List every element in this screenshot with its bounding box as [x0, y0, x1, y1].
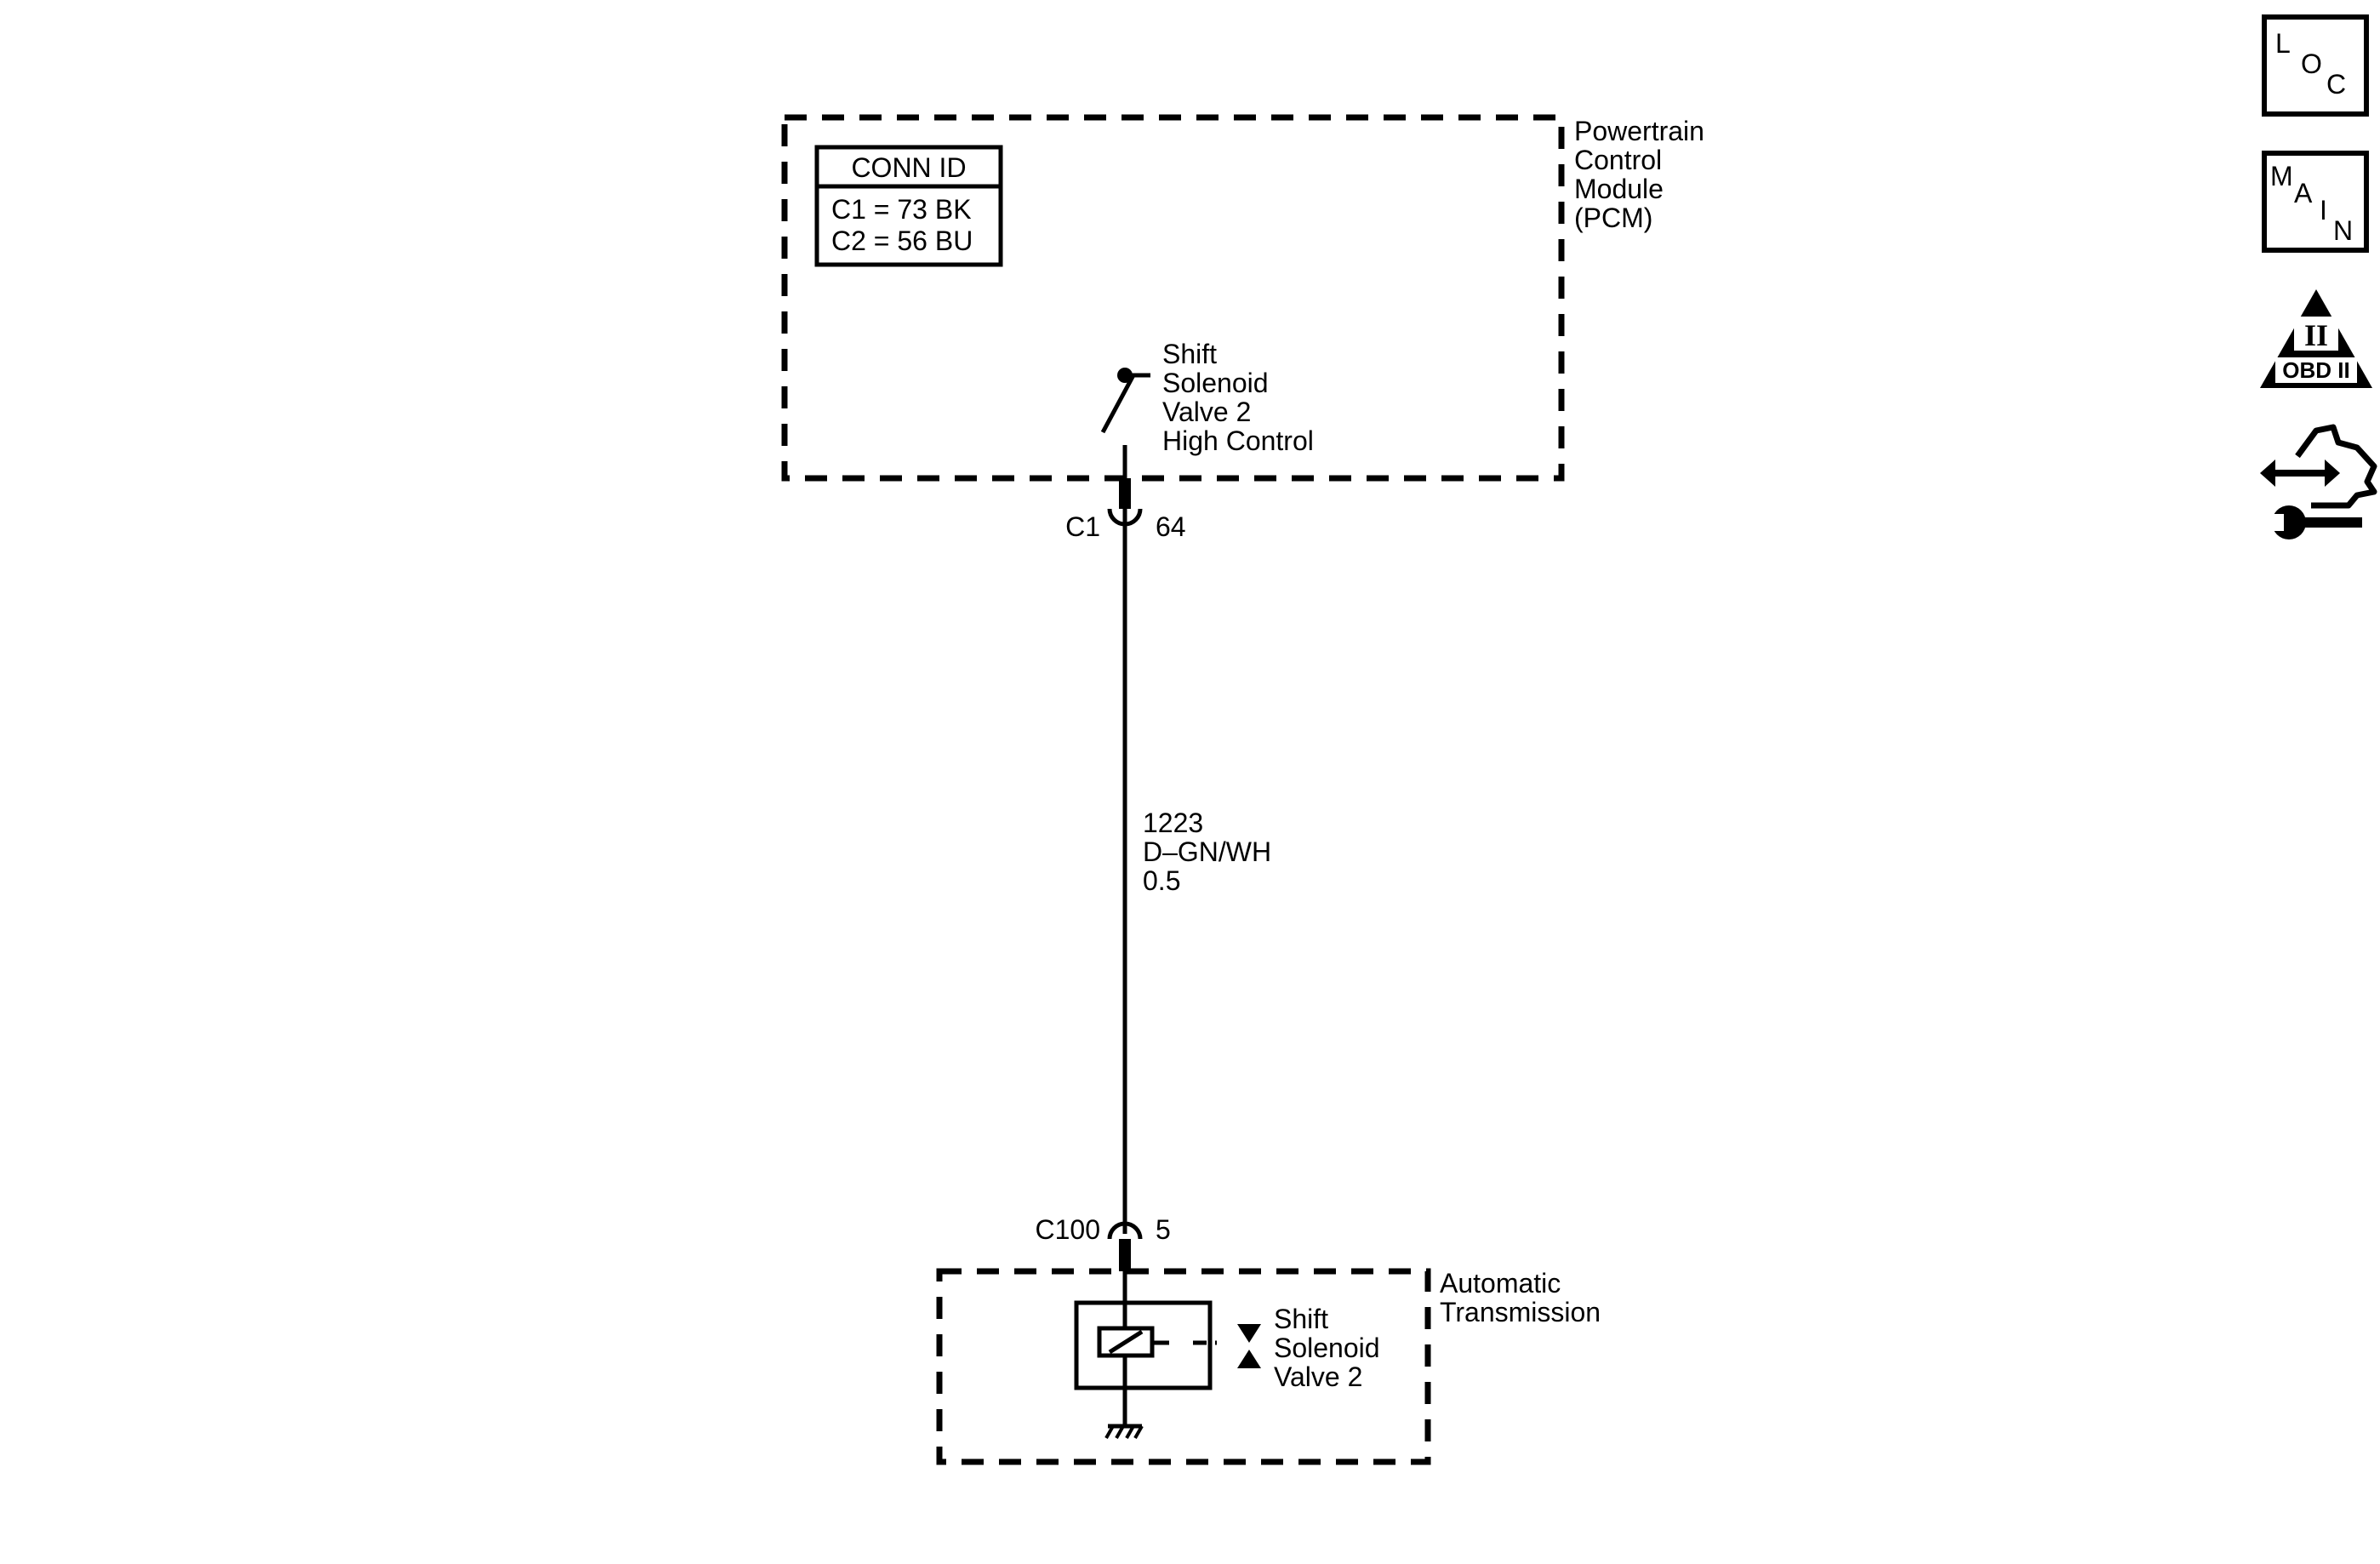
conn-id-header: CONN ID — [851, 152, 966, 183]
connector-c100: C100 5 — [1036, 1214, 1171, 1271]
wire-color: D–GN/WH — [1143, 836, 1271, 867]
obd-label: OBD II — [2282, 357, 2349, 383]
solenoid-label-line-1: Shift — [1274, 1304, 1328, 1334]
connector-c1-pin: 64 — [1156, 511, 1186, 542]
shift-solenoid-valve-2 — [1074, 1271, 1261, 1439]
transmission-boundary — [936, 1268, 1431, 1465]
pcm-title-line-1: Powertrain — [1574, 116, 1704, 146]
conn-id-row-2: C2 = 56 BU — [831, 225, 973, 256]
pcm-title-line-3: Module — [1574, 174, 1664, 204]
connector-c1-id: C1 — [1065, 511, 1100, 542]
pcm-title-line-2: Control — [1574, 145, 1662, 175]
main-letter-m: M — [2270, 161, 2293, 191]
solenoid-label-line-3: Valve 2 — [1274, 1361, 1362, 1392]
switch-label-line-4: High Control — [1162, 425, 1314, 456]
loc-letter-c: C — [2326, 69, 2346, 100]
switch-label-line-1: Shift — [1162, 339, 1217, 369]
ground-icon — [1104, 1424, 1144, 1439]
wire-size: 0.5 — [1143, 865, 1180, 896]
switch-label-line-2: Solenoid — [1162, 368, 1269, 398]
loc-letter-o: O — [2301, 49, 2322, 79]
main-letter-a: A — [2294, 178, 2313, 208]
transmission-title-line-1: Automatic — [1440, 1268, 1561, 1299]
loc-button[interactable]: L O C — [2262, 14, 2369, 117]
diagnostic-tool-icon[interactable] — [2260, 424, 2377, 539]
main-letter-n: N — [2333, 215, 2353, 246]
loc-letter-l: L — [2275, 28, 2291, 59]
automatic-transmission: Automatic Transmission — [936, 1268, 1601, 1465]
shift-solenoid-high-control-switch — [1100, 368, 1150, 478]
conn-id-table: CONN ID C1 = 73 BK C2 = 56 BU — [814, 145, 1003, 267]
connector-c100-id: C100 — [1036, 1214, 1101, 1245]
connector-c100-pin: 5 — [1156, 1214, 1171, 1245]
pcm-module: Powertrain Control Module (PCM) CONN ID … — [781, 114, 1704, 482]
wire-circuit-number: 1223 — [1143, 808, 1203, 838]
transmission-title-line-2: Transmission — [1440, 1297, 1601, 1327]
switch-label-line-3: Valve 2 — [1162, 397, 1251, 427]
connector-c1: C1 64 — [1065, 478, 1186, 542]
valve-icon — [1237, 1324, 1261, 1368]
obd-numeral: II — [2304, 318, 2328, 352]
conn-id-row-1: C1 = 73 BK — [831, 194, 972, 225]
conn-id-frame — [814, 145, 1003, 267]
pcm-boundary — [781, 114, 1565, 482]
obd-ii-button[interactable]: II OBD II — [2260, 289, 2372, 388]
main-letter-i: I — [2320, 195, 2327, 225]
main-button[interactable]: M A I N — [2262, 151, 2369, 253]
pcm-title-line-4: (PCM) — [1574, 203, 1652, 233]
solenoid-label-line-2: Solenoid — [1274, 1333, 1380, 1363]
